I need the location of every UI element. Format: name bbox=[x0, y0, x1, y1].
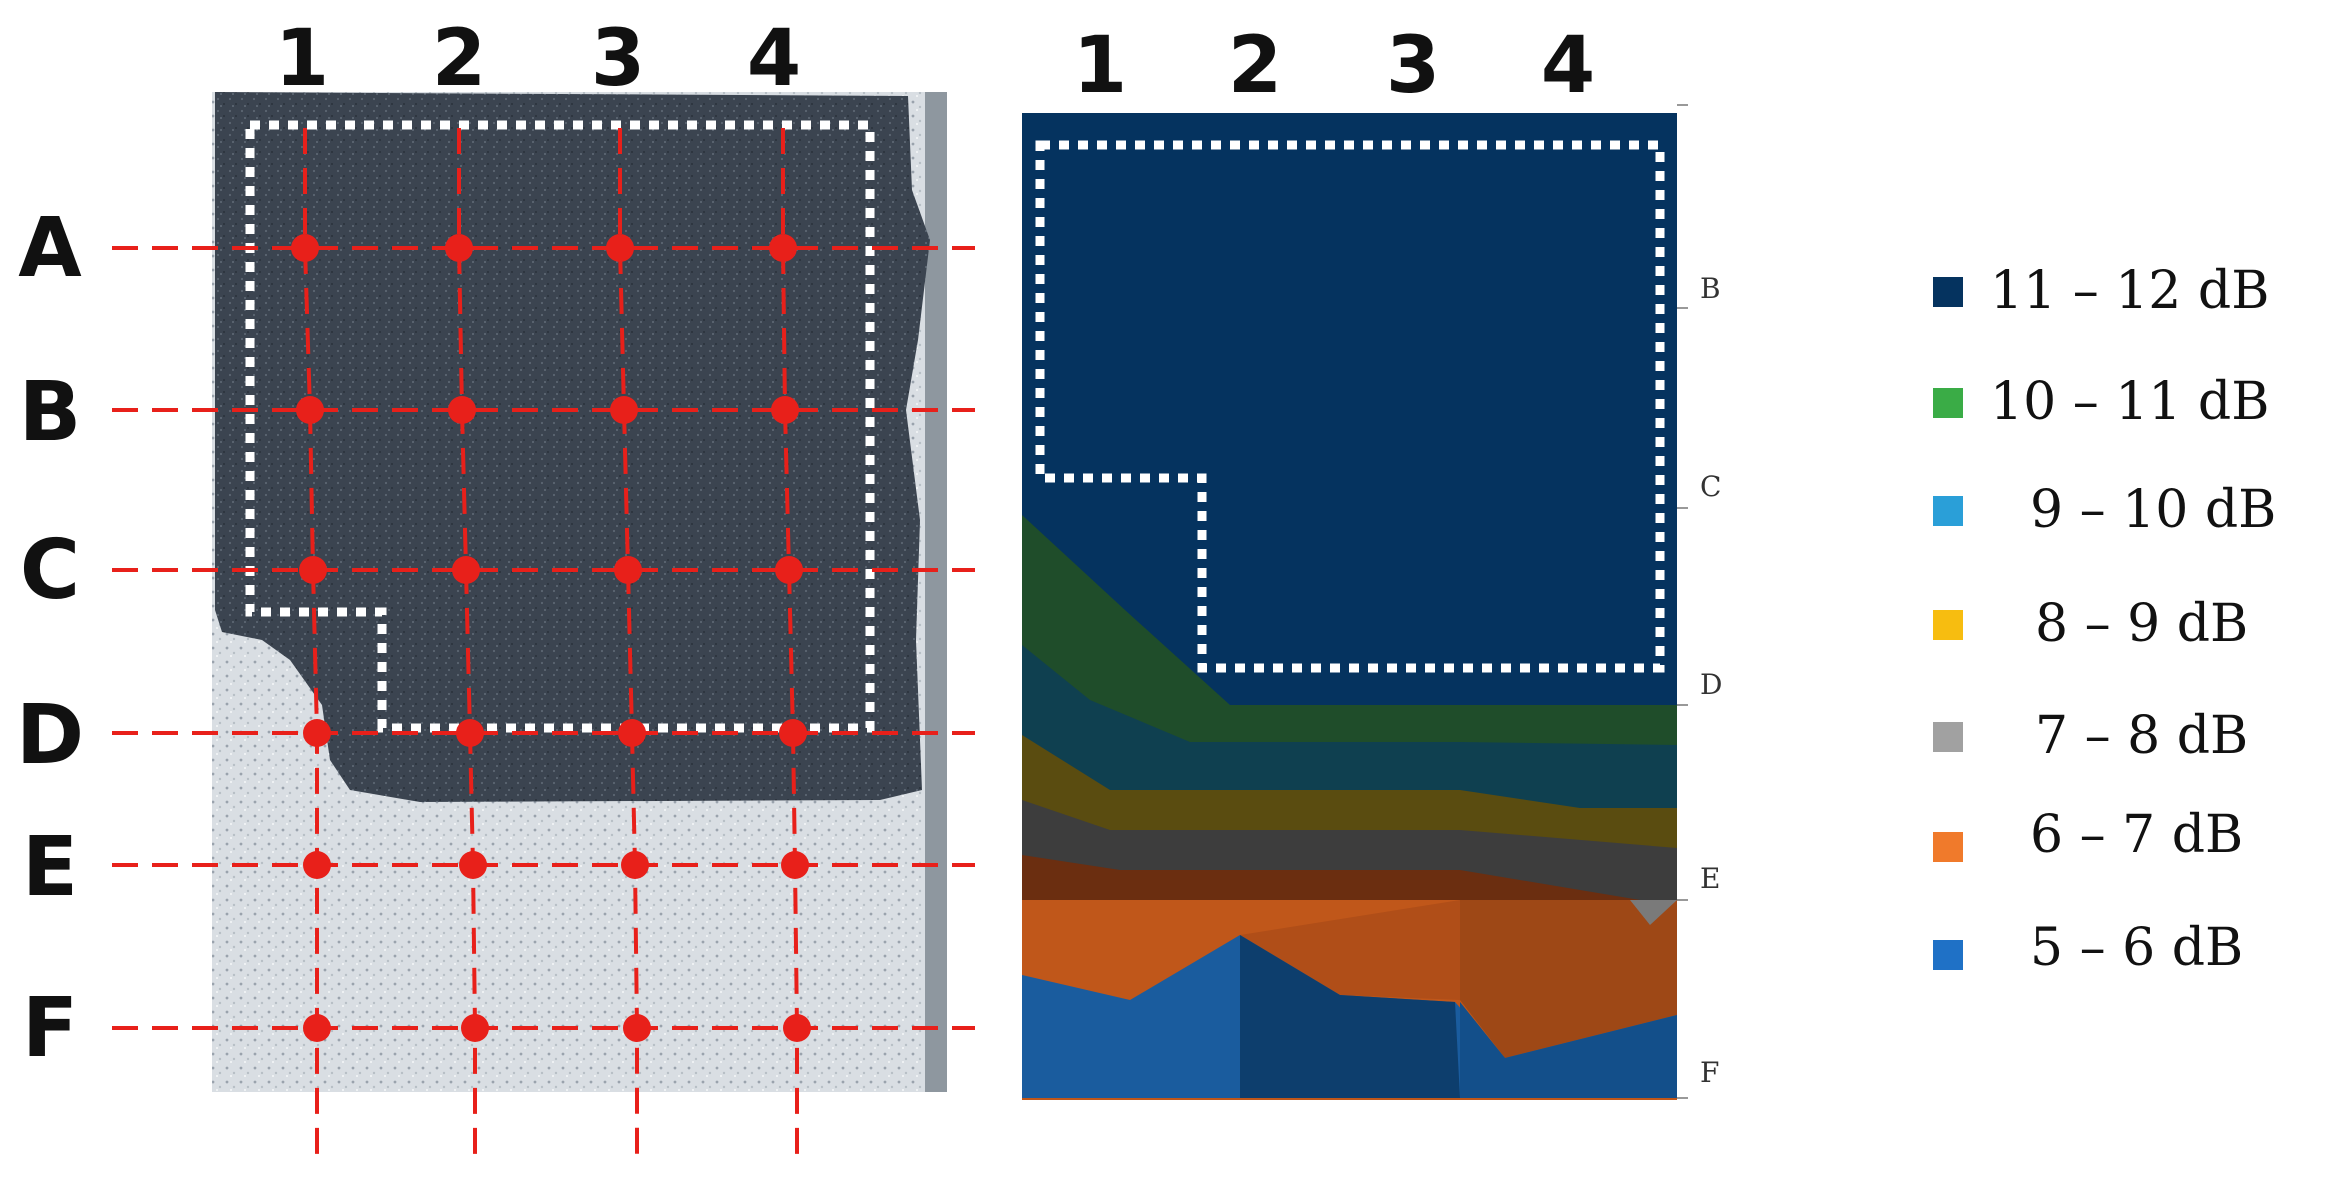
photo-vline-1 bbox=[303, 128, 319, 1160]
blue-shade-a bbox=[1240, 935, 1460, 1098]
measurement-point-d2 bbox=[456, 719, 484, 747]
map-col-label-3: 3 bbox=[1386, 21, 1440, 111]
measurement-point-b3 bbox=[610, 396, 638, 424]
photo-measurement-points bbox=[291, 234, 811, 1042]
legend-swatch-10-11 bbox=[1933, 388, 1963, 418]
grey-notch bbox=[1630, 900, 1677, 925]
legend-swatch-9-10 bbox=[1933, 496, 1963, 526]
measurement-point-f2 bbox=[461, 1014, 489, 1042]
blue-shade-b bbox=[1460, 1002, 1677, 1098]
legend-swatch-6-7 bbox=[1933, 832, 1963, 862]
photo-dotted-outline bbox=[245, 120, 875, 733]
measurement-point-a3 bbox=[606, 234, 634, 262]
measurement-point-c4 bbox=[775, 556, 803, 584]
measurement-point-c3 bbox=[614, 556, 642, 584]
measurement-point-a2 bbox=[445, 234, 473, 262]
orange-shade-a bbox=[1240, 900, 1460, 1000]
measurement-point-b1 bbox=[296, 396, 324, 424]
legend: 11 – 12 dB 10 – 11 dB 9 – 10 dB 8 – 9 dB… bbox=[1933, 261, 2276, 978]
measurement-point-a1 bbox=[291, 234, 319, 262]
measurement-point-f4 bbox=[783, 1014, 811, 1042]
measurement-point-c1 bbox=[299, 556, 327, 584]
photo-horizontal-grid-lines bbox=[112, 246, 975, 1030]
photo-vline-4 bbox=[781, 128, 799, 1160]
measurement-point-e1 bbox=[303, 851, 331, 879]
map-col-label-4: 4 bbox=[1541, 21, 1595, 111]
band-8-9 bbox=[1022, 735, 1677, 858]
legend-label-7-8: 7 – 8 dB bbox=[2035, 706, 2248, 766]
axis-tick-label-b: B bbox=[1700, 272, 1721, 305]
map-col-label-2: 2 bbox=[1228, 21, 1282, 111]
photo-row-label-f: F bbox=[22, 981, 78, 1076]
map-panel: B C D E F 1 2 3 4 bbox=[1022, 21, 1722, 1100]
photo-row-label-a: A bbox=[18, 201, 82, 296]
axis-tick-label-d: D bbox=[1700, 668, 1722, 701]
photo-panel: 1 2 3 4 A B C D E F bbox=[16, 14, 975, 1160]
axis-tick-label-c: C bbox=[1700, 470, 1721, 503]
legend-label-11-12: 11 – 12 dB bbox=[1990, 261, 2269, 321]
band-10-11 bbox=[1022, 515, 1677, 758]
measurement-point-b4 bbox=[771, 396, 799, 424]
measurement-point-f3 bbox=[623, 1014, 651, 1042]
legend-swatch-7-8 bbox=[1933, 722, 1963, 752]
photo-row-label-c: C bbox=[20, 523, 80, 618]
photo-vertical-grid-lines bbox=[303, 128, 799, 1160]
measurement-point-e3 bbox=[621, 851, 649, 879]
legend-swatch-8-9 bbox=[1933, 610, 1963, 640]
measurement-point-f1 bbox=[303, 1014, 331, 1042]
measurement-point-b2 bbox=[448, 396, 476, 424]
band-9-10 bbox=[1022, 645, 1677, 808]
axis-tick-label-e: E bbox=[1700, 862, 1720, 895]
orange-shade-b bbox=[1460, 900, 1677, 1058]
map-axis: B C D E F bbox=[1677, 104, 1722, 1099]
measurement-point-c2 bbox=[452, 556, 480, 584]
photo-col-label-3: 3 bbox=[591, 14, 645, 104]
measurement-point-d4 bbox=[779, 719, 807, 747]
legend-label-10-11: 10 – 11 dB bbox=[1990, 372, 2269, 432]
measurement-point-e4 bbox=[781, 851, 809, 879]
measurement-point-d1 bbox=[303, 719, 331, 747]
map-dotted-outline bbox=[1035, 140, 1665, 673]
photo-row-label-b: B bbox=[19, 365, 82, 460]
legend-swatch-5-6 bbox=[1933, 940, 1963, 970]
measurement-point-a4 bbox=[769, 234, 797, 262]
legend-label-5-6: 5 – 6 dB bbox=[2030, 918, 2243, 978]
legend-label-8-9: 8 – 9 dB bbox=[2035, 594, 2248, 654]
photo-col-label-2: 2 bbox=[432, 14, 486, 104]
photo-vline-3 bbox=[618, 128, 639, 1160]
measurement-point-e2 bbox=[459, 851, 487, 879]
band-6-7-dark bbox=[1022, 855, 1640, 900]
legend-swatch-11-12 bbox=[1933, 277, 1963, 307]
photo-col-label-1: 1 bbox=[275, 14, 329, 104]
photo-row-label-d: D bbox=[16, 688, 84, 783]
photo-col-label-4: 4 bbox=[747, 14, 801, 104]
legend-label-6-7: 6 – 7 dB bbox=[2030, 805, 2243, 865]
substrate-edge bbox=[925, 92, 947, 1092]
axis-tick-label-f: F bbox=[1700, 1056, 1719, 1089]
measurement-point-d3 bbox=[618, 719, 646, 747]
map-col-label-1: 1 bbox=[1073, 21, 1127, 111]
legend-label-9-10: 9 – 10 dB bbox=[2030, 480, 2276, 540]
coating-sample bbox=[215, 92, 930, 802]
photo-row-label-e: E bbox=[22, 820, 78, 915]
photo-vline-2 bbox=[457, 128, 477, 1160]
